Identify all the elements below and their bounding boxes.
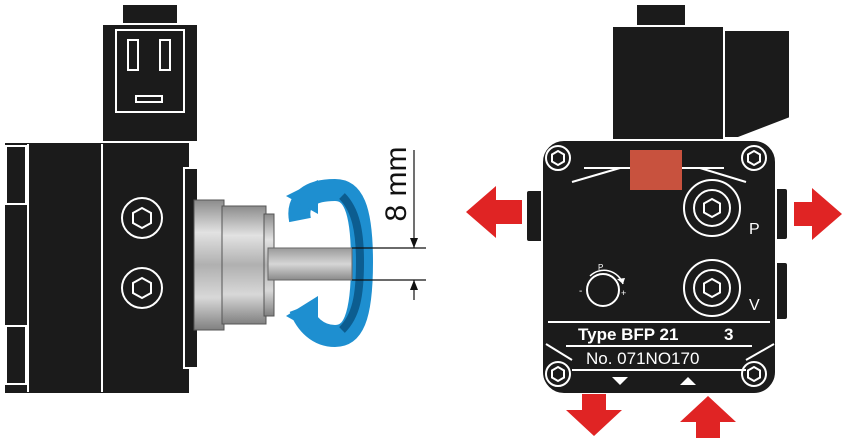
pressure-port [683,179,741,237]
pump-housing-side [3,141,199,395]
flow-arrow-right-icon [794,188,842,240]
adjuster-label: P [598,263,603,272]
solenoid-coil-front [611,3,791,147]
corner-screws [545,145,767,387]
outlet-arrow-down-icon [566,394,622,436]
pump-housing-front [541,139,777,395]
port-p-label: P [749,221,760,238]
label-plate [630,150,682,190]
dimension-label: 8 mm [380,147,413,222]
flow-arrow-left-icon [466,186,522,238]
solenoid-coil [101,3,199,143]
port-v-label: V [749,297,760,314]
pump-front-view: P V P - + Type BFP 21 3 No. 071NO170 [525,3,791,395]
pump-side-view: 8 mm [3,3,426,395]
inlet-arrow-up-icon [680,396,736,438]
inlet-marker-icon [680,377,696,385]
adjuster-plus: + [621,288,626,298]
rotation-arrow-icon [286,178,374,348]
type-suffix: 3 [724,325,733,344]
pressure-adjuster: P - + [579,263,626,307]
adjuster-minus: - [579,286,582,297]
outlet-marker-icon [612,377,628,385]
vacuum-port [683,259,741,317]
type-label: Type BFP 21 [578,325,678,344]
drive-shaft [267,247,353,281]
shaft-hub [193,199,275,331]
shaft-dimension: 8 mm [352,147,426,300]
number-label: No. 071NO170 [586,349,699,368]
